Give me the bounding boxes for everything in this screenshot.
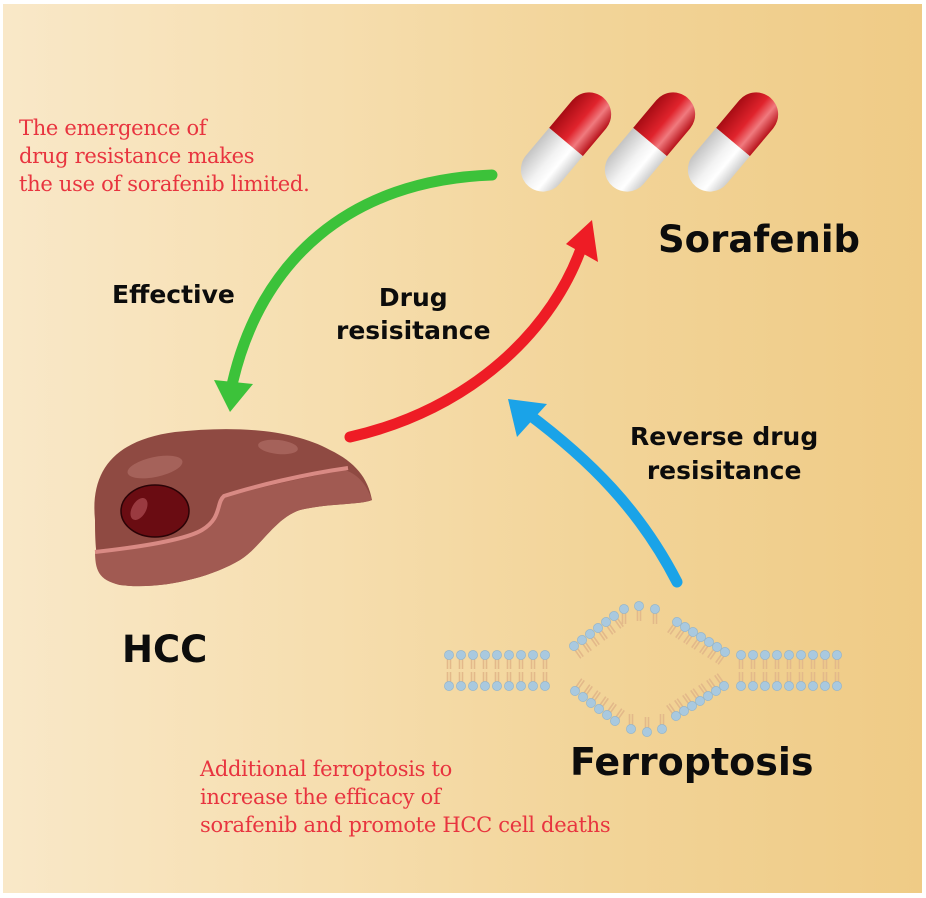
lipid-molecule xyxy=(808,650,818,669)
lipid-molecule xyxy=(760,672,770,691)
lipid-molecule xyxy=(715,647,730,665)
lipid-molecule xyxy=(480,672,490,691)
ferroptosis-label: Ferroptosis xyxy=(570,740,814,784)
reverse-drug-resistance-label: Reverse drug resisitance xyxy=(630,422,819,485)
lipid-molecule xyxy=(820,650,830,669)
lipid-molecule xyxy=(683,627,698,645)
lipid-molecule xyxy=(586,690,601,708)
lipid-molecule xyxy=(468,650,478,669)
effective-label: Effective xyxy=(112,280,235,309)
lipid-molecule xyxy=(602,702,617,720)
capsule-pills-icon xyxy=(520,92,779,192)
lipid-molecule xyxy=(444,650,454,669)
lipid-molecule xyxy=(528,672,538,691)
lipid-molecule xyxy=(577,635,592,653)
reverse-resistance-arrow xyxy=(508,399,683,588)
lipid-molecule xyxy=(528,650,538,669)
lipid-molecule xyxy=(832,650,842,669)
lipid-molecule xyxy=(808,672,818,691)
lipid-molecule xyxy=(593,623,608,641)
lipid-molecule xyxy=(642,717,652,737)
hcc-label: HCC xyxy=(122,628,208,671)
lipid-molecule xyxy=(832,672,842,691)
lipid-molecule xyxy=(772,672,782,691)
lipid-molecule xyxy=(760,650,770,669)
lipid-molecule xyxy=(594,696,609,714)
lipid-molecule xyxy=(634,601,644,621)
lipid-molecule xyxy=(540,650,550,669)
lipid-molecule xyxy=(772,650,782,669)
lipid-molecule xyxy=(619,604,629,624)
lipid-molecule xyxy=(516,650,526,669)
lipid-molecule xyxy=(748,650,758,669)
lipid-molecule xyxy=(714,673,729,691)
lipid-molecule xyxy=(456,672,466,691)
lipid-molecule xyxy=(480,650,490,669)
lipid-molecule xyxy=(444,672,454,691)
lipid-molecule xyxy=(504,650,514,669)
lipid-molecule xyxy=(820,672,830,691)
lipid-molecule xyxy=(578,684,593,702)
lipid-molecule xyxy=(540,672,550,691)
ferroptosis-efficacy-note: Additional ferroptosis to increase the e… xyxy=(200,757,611,837)
lipid-molecule xyxy=(516,672,526,691)
drug-resistance-note: The emergence of drug resistance makes t… xyxy=(19,116,310,196)
lipid-molecule xyxy=(504,672,514,691)
lipid-molecule xyxy=(570,678,585,696)
lipid-molecule xyxy=(796,650,806,669)
lipid-bilayer-pore-icon xyxy=(444,601,842,737)
lipid-molecule xyxy=(748,672,758,691)
lipid-molecule xyxy=(706,678,721,696)
lipid-molecule xyxy=(626,714,636,734)
lipid-molecule xyxy=(601,617,616,635)
lipid-molecule xyxy=(736,650,746,669)
capsule-icon xyxy=(604,92,696,192)
lipid-molecule xyxy=(784,650,794,669)
drug-resistance-arrow xyxy=(344,220,598,443)
effective-arrow xyxy=(214,169,498,412)
lipid-molecule xyxy=(699,637,714,655)
lipid-molecule xyxy=(657,714,667,734)
lipid-molecule xyxy=(650,604,660,624)
capsule-icon xyxy=(520,92,612,192)
lipid-molecule xyxy=(784,672,794,691)
sorafenib-label: Sorafenib xyxy=(658,218,860,261)
lipid-molecule xyxy=(468,672,478,691)
lipid-molecule xyxy=(609,611,624,629)
lipid-molecule xyxy=(456,650,466,669)
capsule-icon xyxy=(687,92,779,192)
lipid-molecule xyxy=(585,629,600,647)
liver-tumor-icon xyxy=(94,429,372,587)
lipid-molecule xyxy=(569,641,584,659)
lipid-molecule xyxy=(698,683,713,701)
lipid-molecule xyxy=(610,708,625,726)
lipid-molecule xyxy=(682,693,697,711)
lipid-molecule xyxy=(736,672,746,691)
drug-resistance-label: Drug resisitance xyxy=(336,283,491,345)
lipid-molecule xyxy=(492,672,502,691)
lipid-molecule xyxy=(796,672,806,691)
lipid-molecule xyxy=(492,650,502,669)
